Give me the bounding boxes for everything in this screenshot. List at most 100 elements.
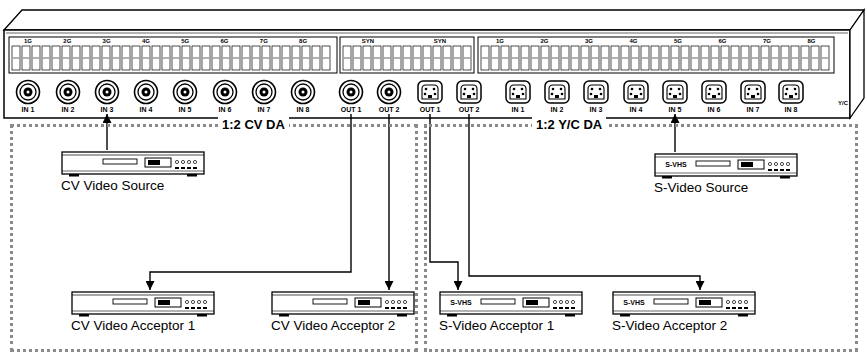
bnc-jack <box>251 79 277 105</box>
svideo-jack <box>583 79 609 105</box>
terminal <box>302 46 310 70</box>
svideo-connector: IN 6 <box>696 79 732 114</box>
terminal-label: 3G <box>103 38 111 44</box>
svideo-connector: OUT 2 <box>451 79 487 114</box>
terminal <box>591 46 599 70</box>
terminal <box>282 46 290 70</box>
group-frame: 1:2 Y/C DAS-Video SourceS-Video Acceptor… <box>424 124 858 352</box>
svideo-connector: IN 1 <box>500 79 536 114</box>
bnc-jack <box>290 79 316 105</box>
terminal-screw <box>482 58 488 59</box>
terminal <box>423 46 431 70</box>
connector-label: OUT 1 <box>412 105 448 114</box>
connector-label: IN 7 <box>735 105 771 114</box>
terminal-label: 1G <box>24 38 32 44</box>
svideo-connector: OUT 1 <box>412 79 448 114</box>
terminal <box>212 46 220 70</box>
terminal <box>741 46 749 70</box>
terminal <box>162 46 170 70</box>
connector-label: IN 8 <box>285 105 321 114</box>
svideo-connector: IN 7 <box>735 79 771 114</box>
terminal-screw <box>394 58 400 59</box>
terminal <box>272 46 280 70</box>
terminal <box>12 46 20 70</box>
terminal-label: SYN <box>362 38 374 44</box>
signal-cable <box>388 114 389 290</box>
connector-label: IN 5 <box>657 105 693 114</box>
terminal <box>481 46 489 70</box>
terminal-label: 2G <box>540 38 548 44</box>
terminal-screw <box>642 58 648 59</box>
terminal <box>383 46 391 70</box>
terminal <box>312 46 320 70</box>
bnc-jack <box>338 79 364 105</box>
terminal-screw <box>303 58 309 59</box>
terminal-screw <box>404 58 410 59</box>
bnc-connector: IN 4 <box>128 79 164 114</box>
terminal-screw <box>464 58 470 59</box>
terminal <box>122 46 130 70</box>
terminal-screw <box>702 58 708 59</box>
terminal <box>711 46 719 70</box>
terminal <box>631 46 639 70</box>
bnc-connector: IN 7 <box>246 79 282 114</box>
svideo-jack <box>701 79 727 105</box>
terminal-label: 3G <box>585 38 593 44</box>
terminal-screw <box>552 58 558 59</box>
terminal-screw <box>153 58 159 59</box>
brand-mark: S-VHS <box>665 161 686 168</box>
video-device: S-Video Source <box>654 152 799 196</box>
terminal-screw <box>652 58 658 59</box>
terminal-screw <box>253 58 259 59</box>
terminal <box>403 46 411 70</box>
terminal <box>393 46 401 70</box>
terminal <box>821 46 829 70</box>
terminal-screw <box>313 58 319 59</box>
brand-mark: S-VHS <box>450 299 471 306</box>
svideo-jack <box>544 79 570 105</box>
terminal <box>531 46 539 70</box>
terminal-screw <box>572 58 578 59</box>
terminal <box>641 46 649 70</box>
terminal-screw <box>522 58 528 59</box>
terminal-screw <box>622 58 628 59</box>
terminal-screw <box>752 58 758 59</box>
svideo-connector: IN 5 <box>657 79 693 114</box>
terminal-label: 1G <box>496 38 504 44</box>
bnc-connector: OUT 1 <box>333 79 369 114</box>
connector-label: OUT 2 <box>451 105 487 114</box>
video-device: CV Video Source <box>61 150 206 194</box>
terminal-label: 5G <box>674 38 682 44</box>
device-caption: S-Video Source <box>654 180 799 196</box>
group-title: 1:2 CV DA <box>218 117 289 133</box>
terminal-screw <box>73 58 79 59</box>
terminal-screw <box>722 58 728 59</box>
terminal <box>651 46 659 70</box>
terminal <box>132 46 140 70</box>
terminal <box>433 46 441 70</box>
terminal <box>791 46 799 70</box>
connector-label: IN 6 <box>207 105 243 114</box>
terminal <box>72 46 80 70</box>
terminal-screw <box>53 58 59 59</box>
terminal-screw <box>772 58 778 59</box>
device-caption: CV Video Source <box>61 178 206 194</box>
terminal-screw <box>812 58 818 59</box>
terminal <box>611 46 619 70</box>
terminal-label: 5G <box>181 38 189 44</box>
terminal <box>222 46 230 70</box>
terminal <box>262 46 270 70</box>
svideo-jack <box>778 79 804 105</box>
terminal-screw <box>612 58 618 59</box>
terminal <box>551 46 559 70</box>
terminal <box>292 46 300 70</box>
terminal-screws <box>12 46 829 70</box>
terminal <box>102 46 110 70</box>
connector-label: IN 2 <box>50 105 86 114</box>
terminal-screw <box>672 58 678 59</box>
terminal-label: 2G <box>63 38 71 44</box>
terminal <box>443 46 451 70</box>
terminal-screw <box>323 58 329 59</box>
terminal <box>202 46 210 70</box>
